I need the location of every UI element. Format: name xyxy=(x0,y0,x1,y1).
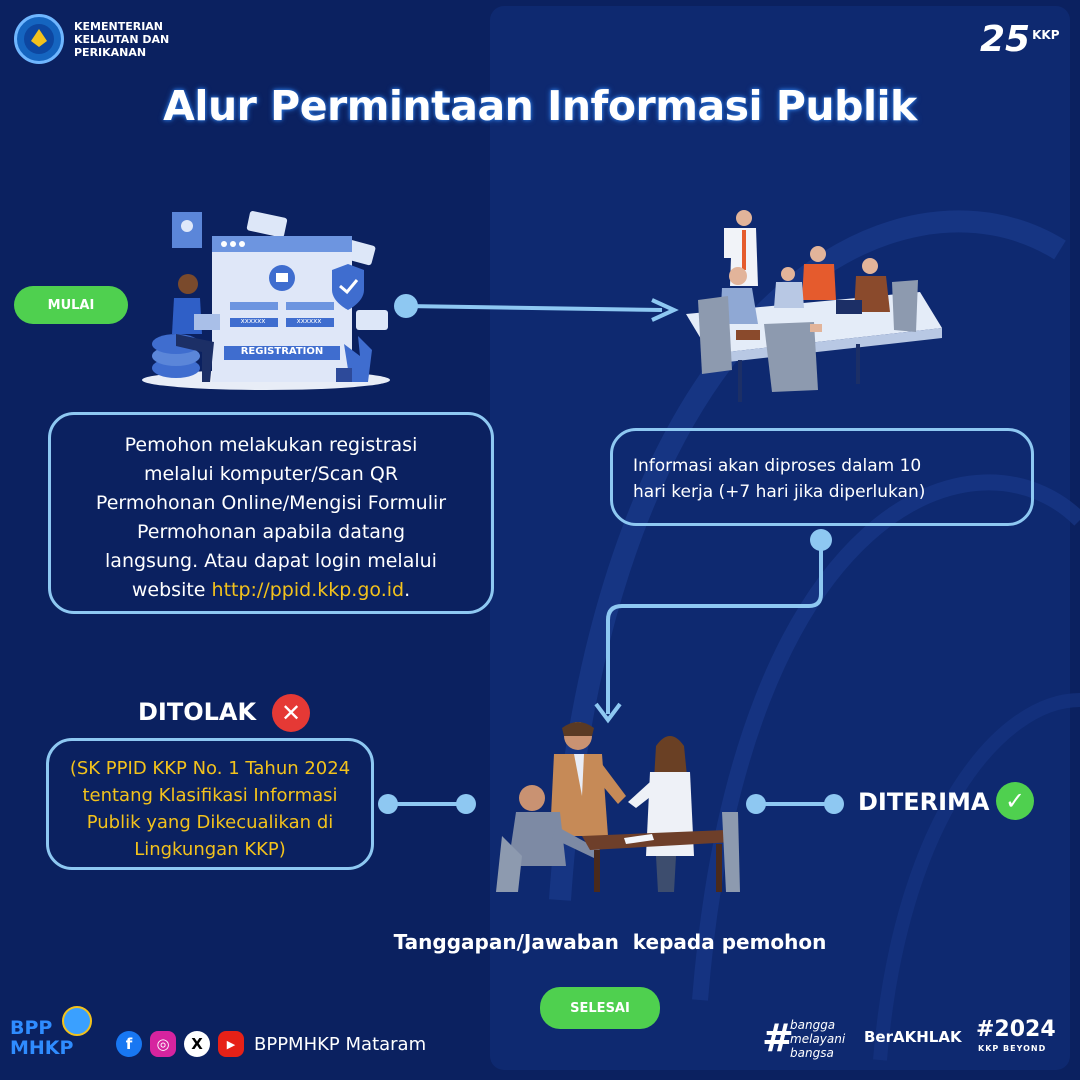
page-title: Alur Permintaan Informasi Publik xyxy=(163,82,917,130)
rejected-note-line-4: Lingkungan KKP) xyxy=(134,839,286,860)
registration-description: Pemohon melakukan registrasi melalui kom… xyxy=(65,431,477,605)
registration-line-2: melalui komputer/Scan QR xyxy=(143,463,399,485)
berakhlak-logo: BerAKHLAK xyxy=(864,1028,962,1046)
registration-description-box: Pemohon melakukan registrasi melalui kom… xyxy=(48,412,494,614)
registration-field-mask-1: xxxxxx xyxy=(240,317,266,325)
org-logo-emblem-icon xyxy=(62,1006,92,1036)
org-logo-line-2: MHKP xyxy=(10,1037,74,1059)
processing-description: Informasi akan diproses dalam 10 hari ke… xyxy=(633,453,1031,505)
registration-line-4: Permohonan apabila datang xyxy=(136,521,406,543)
registration-button-label: REGISTRATION xyxy=(240,346,324,357)
instagram-icon[interactable]: ◎ xyxy=(150,1031,176,1057)
arrow-to-decision xyxy=(594,529,832,724)
social-handle: BPPMHKP Mataram xyxy=(254,1034,427,1055)
rejected-note-line-2: tentang Klasifikasi Informasi xyxy=(82,785,338,806)
processing-line-2: hari kerja (+7 hari jika diperlukan) xyxy=(633,482,926,502)
hashtag-line-3: bangsa xyxy=(790,1046,834,1060)
hashtag-line-1: bangga xyxy=(790,1018,836,1032)
org-logo-line-1: BPP xyxy=(10,1017,53,1039)
website-prefix: website xyxy=(131,579,212,601)
start-badge: MULAI xyxy=(14,286,128,324)
org-logo: BPP MHKP xyxy=(10,1018,73,1058)
rejected-note-line-3: Publik yang Dikecualikan di xyxy=(86,812,334,833)
background-panel xyxy=(490,6,1070,1070)
year-tag: #2024 xyxy=(976,1017,1056,1042)
ministry-logo-icon xyxy=(14,14,64,64)
hashtag-line-2: melayani xyxy=(790,1032,846,1046)
accepted-label: DITERIMA xyxy=(858,788,990,816)
rejected-note-line-1: (SK PPID KKP No. 1 Tahun 2024 xyxy=(69,758,351,779)
year-sub: KKP BEYOND xyxy=(978,1044,1047,1053)
rejected-label: DITOLAK xyxy=(138,698,257,726)
rejected-note-box: (SK PPID KKP No. 1 Tahun 2024 tentang Kl… xyxy=(46,738,374,870)
accepted-connector xyxy=(746,794,844,814)
meeting-illustration xyxy=(686,210,942,402)
hashtag-bangga: bangga melayani bangsa xyxy=(790,1018,845,1060)
facebook-icon[interactable]: f xyxy=(116,1031,142,1057)
registration-illustration xyxy=(142,211,390,390)
registration-line-1: Pemohon melakukan registrasi xyxy=(124,434,418,456)
processing-line-1: Informasi akan diproses dalam 10 xyxy=(633,456,922,476)
ministry-name: KEMENTERIAN KELAUTAN DAN PERIKANAN xyxy=(74,20,169,59)
youtube-icon[interactable]: ▶ xyxy=(218,1031,244,1057)
check-icon: ✓ xyxy=(996,782,1034,820)
cross-icon: ✕ xyxy=(272,694,310,732)
ministry-line-1: KEMENTERIAN xyxy=(74,20,164,33)
registration-line-6: website http://ppid.kkp.go.id. xyxy=(65,576,477,605)
ppid-website-link[interactable]: http://ppid.kkp.go.id xyxy=(211,579,405,601)
end-badge: SELESAI xyxy=(540,987,660,1029)
rejected-connector xyxy=(378,794,476,814)
registration-line-3: Permohonan Online/Mengisi Formulir xyxy=(95,492,447,514)
anniversary-number: 25 xyxy=(980,19,1031,60)
hashtag-mark-icon: # xyxy=(762,1016,794,1060)
anniversary-label: KKP xyxy=(1032,28,1060,42)
rejected-note: (SK PPID KKP No. 1 Tahun 2024 tentang Kl… xyxy=(49,755,371,863)
ministry-line-3: PERIKANAN xyxy=(74,46,147,59)
handshake-illustration xyxy=(496,722,740,892)
arrow-to-processing xyxy=(394,294,679,322)
x-twitter-icon[interactable]: X xyxy=(184,1031,210,1057)
website-suffix: . xyxy=(404,579,411,601)
anniversary-logo: 25 KKP xyxy=(980,22,1060,58)
registration-field-mask-2: xxxxxx xyxy=(296,317,322,325)
processing-description-box: Informasi akan diproses dalam 10 hari ke… xyxy=(610,428,1034,526)
response-text: Tanggapan/Jawaban kepada pemohon xyxy=(393,930,827,954)
registration-line-5: langsung. Atau dapat login melalui xyxy=(105,550,437,572)
ministry-line-2: KELAUTAN DAN xyxy=(74,33,170,46)
